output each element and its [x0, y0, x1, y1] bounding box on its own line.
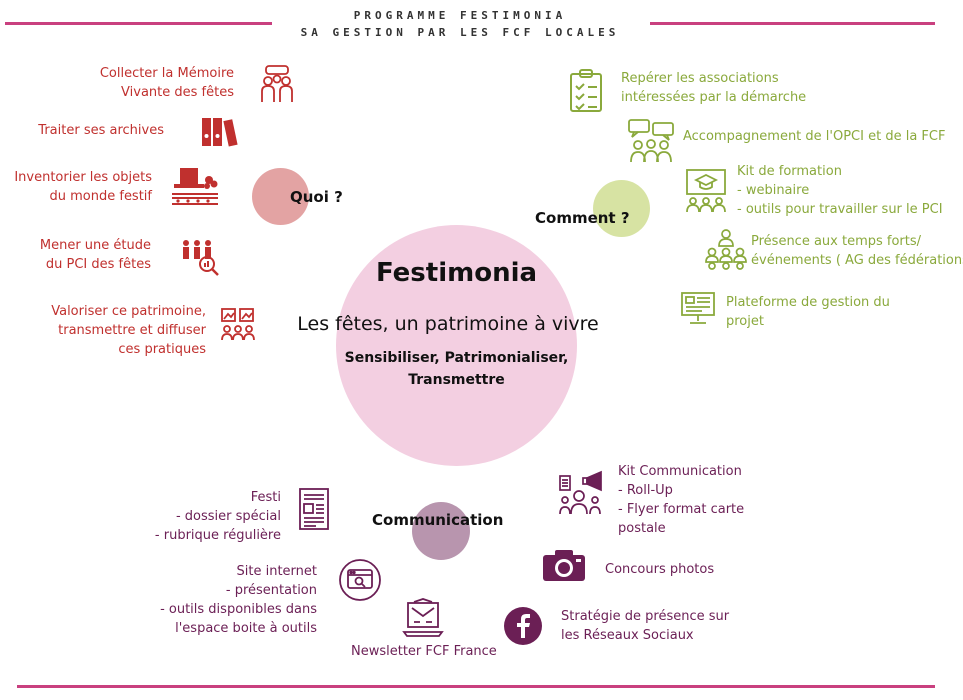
comm-item-kit-line3: - Flyer format carte [618, 502, 745, 517]
comment-item-presence-line2: événements ( AG des fédérations) [751, 253, 963, 268]
checklist-icon [568, 69, 604, 113]
quoi-item-archives-line1: Traiter ses archives [38, 123, 164, 138]
website-search-icon [338, 558, 382, 602]
comm-item-newsletter: Newsletter FCF France [351, 642, 497, 661]
meeting-icon [626, 118, 676, 164]
comm-item-festi-line2: - dossier spécial [175, 509, 281, 524]
comm-item-website: Site internet - présentation - outils di… [160, 562, 317, 638]
comment-circle [593, 180, 650, 237]
people-group-icon [257, 64, 297, 104]
comment-item-platform-line2: projet [726, 314, 764, 329]
comment-item-training-line3: - outils pour travailler sur le PCI [737, 202, 943, 217]
study-people-icon [180, 238, 220, 276]
camera-icon [541, 549, 587, 583]
comm-item-website-line3: - outils disponibles dans [160, 602, 317, 617]
quoi-item-valorize: Valoriser ce patrimoine, transmettre et … [40, 302, 206, 359]
comment-item-presence-line1: Présence aux temps forts/ [751, 234, 922, 249]
quoi-item-valorize-line1: Valoriser ce patrimoine, [51, 304, 206, 319]
quoi-item-archives: Traiter ses archives [30, 121, 164, 140]
center-title: Festimonia [375, 258, 538, 288]
quoi-circle [252, 168, 309, 225]
center-tagline-1: Sensibiliser, Patrimonialiser, [344, 350, 569, 366]
comment-item-platform-line1: Plateforme de gestion du [726, 295, 890, 310]
comm-item-newsletter-line1: Newsletter FCF France [351, 644, 497, 659]
comm-item-website-line2: - présentation [225, 583, 317, 598]
binders-icon [200, 116, 240, 148]
comment-item-identify-line1: Repérer les associations [621, 71, 779, 86]
quoi-item-inventory-line1: Inventorier les objets [14, 170, 152, 185]
training-board-icon [684, 168, 728, 214]
center-subtitle: Les fêtes, un patrimoine à vivre [297, 313, 599, 335]
comment-item-identify: Repérer les associations intéressées par… [621, 69, 806, 107]
comm-item-website-line1: Site internet [236, 564, 318, 579]
header-subtitle: SA GESTION PAR LES FCF LOCALES [300, 26, 620, 39]
comment-item-presence: Présence aux temps forts/ événements ( A… [751, 232, 963, 270]
quoi-item-study-line1: Mener une étude [39, 238, 151, 253]
communication-label: Communication [372, 511, 504, 529]
comment-item-support-line1: Accompagnement de l'OPCI et de la FCF [683, 129, 946, 144]
comment-item-training: Kit de formation - webinaire - outils po… [737, 162, 943, 219]
comm-item-social-line1: Stratégie de présence sur [561, 609, 730, 624]
comment-item-training-line2: - webinaire [737, 183, 810, 198]
quoi-item-collect-line2: Vivante des fêtes [121, 85, 234, 100]
header-title: PROGRAMME FESTIMONIA [353, 9, 567, 22]
comment-item-training-line1: Kit de formation [737, 164, 842, 179]
quoi-item-inventory: Inventorier les objets du monde festif [10, 168, 152, 206]
quoi-item-inventory-line2: du monde festif [49, 189, 153, 204]
communication-circle [412, 502, 470, 560]
quoi-item-valorize-line3: ces pratiques [118, 342, 206, 357]
header-rule-left [5, 22, 272, 25]
assembly-icon [704, 228, 748, 274]
comm-item-kit-line2: - Roll-Up [618, 483, 673, 498]
festive-hat-icon [170, 164, 220, 210]
newspaper-icon [296, 487, 332, 531]
quoi-item-study-line2: du PCI des fêtes [45, 257, 151, 272]
comm-item-photos-line1: Concours photos [605, 562, 715, 577]
comm-item-social-line2: les Réseaux Sociaux [561, 628, 694, 643]
comm-item-kit-line1: Kit Communication [618, 464, 742, 479]
comm-item-festi-line3: - rubrique régulière [154, 528, 281, 543]
comm-item-website-line4: l'espace boite à outils [175, 621, 317, 636]
quoi-item-collect-line1: Collecter la Mémoire [99, 66, 234, 81]
comm-item-kit: Kit Communication - Roll-Up - Flyer form… [618, 462, 744, 538]
comment-label: Comment ? [535, 209, 630, 227]
quoi-label: Quoi ? [290, 188, 343, 206]
comm-item-festi: Festi - dossier spécial - rubrique régul… [140, 488, 281, 545]
facebook-icon [503, 606, 543, 646]
center-tagline-2: Transmettre [408, 372, 505, 388]
email-laptop-icon [402, 598, 444, 638]
comment-item-platform: Plateforme de gestion du projet [726, 293, 890, 331]
quoi-item-study: Mener une étude du PCI des fêtes [20, 236, 151, 274]
comment-item-identify-line2: intéressées par la démarche [621, 90, 807, 105]
quoi-item-valorize-line2: transmettre et diffuser [58, 323, 206, 338]
footer-rule [17, 685, 935, 688]
monitor-icon [680, 290, 716, 326]
comm-item-social: Stratégie de présence sur les Réseaux So… [561, 607, 729, 645]
megaphone-kit-icon [557, 470, 607, 516]
comment-item-support: Accompagnement de l'OPCI et de la FCF [683, 127, 945, 146]
comm-item-festi-line1: Festi [250, 490, 281, 505]
quoi-item-collect: Collecter la Mémoire Vivante des fêtes [60, 64, 234, 102]
comm-item-kit-line4: postale [618, 521, 666, 536]
exhibition-icon [219, 306, 257, 342]
comm-item-photos: Concours photos [605, 560, 714, 579]
header-rule-right [650, 22, 935, 25]
center-circle [336, 225, 577, 466]
